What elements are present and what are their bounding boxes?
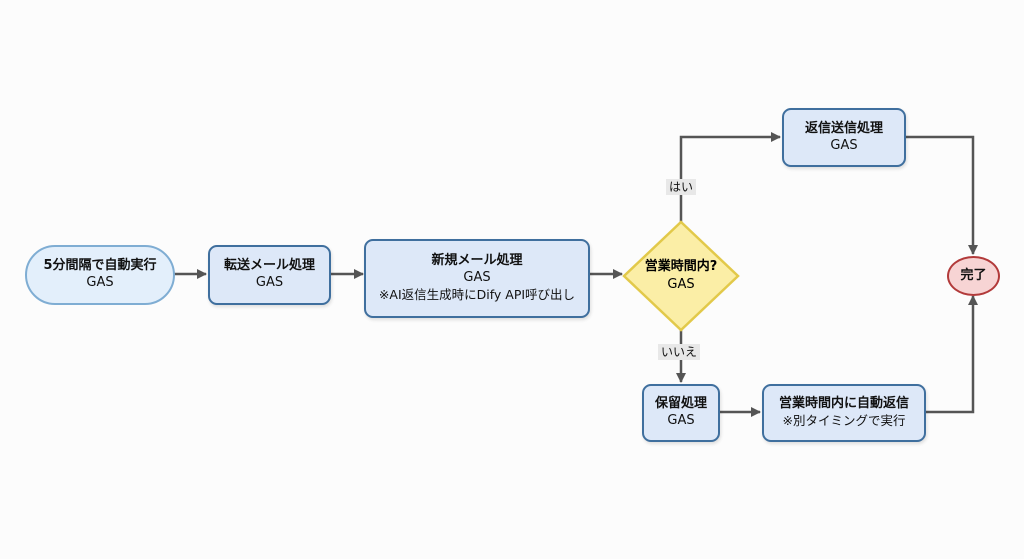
decision-diamond: [622, 220, 740, 332]
node-start-title: 5分間隔で自動実行: [43, 258, 157, 274]
node-autoreply-title: 営業時間内に自動返信: [778, 396, 909, 412]
node-hold-title: 保留処理: [654, 396, 707, 412]
node-end: 完了: [947, 256, 1000, 296]
node-replysend-sub: GAS: [830, 137, 858, 153]
node-start: 5分間隔で自動実行 GAS: [25, 245, 175, 305]
node-start-sub: GAS: [86, 275, 114, 290]
node-hold: 保留処理 GAS: [642, 384, 720, 442]
edge-label-no: いいえ: [658, 344, 701, 360]
node-forward-mail: 転送メール処理 GAS: [208, 245, 331, 305]
node-forward-sub: GAS: [255, 275, 284, 290]
node-newmail-note: ※AI返信生成時にDify API呼び出し: [378, 287, 576, 303]
node-replysend-title: 返信送信処理: [804, 120, 883, 136]
node-decision-sub: GAS: [667, 276, 695, 292]
node-decision-title: 営業時間内?: [644, 259, 718, 274]
edge-label-yes: はい: [666, 179, 697, 195]
node-forward-title: 転送メール処理: [223, 258, 315, 274]
edge-replysend-to-end: [905, 135, 978, 255]
node-newmail-title: 新規メール処理: [431, 253, 523, 269]
node-end-title: 完了: [960, 267, 987, 283]
node-reply-send: 返信送信処理 GAS: [782, 108, 906, 167]
edge-autoreply-to-end: [925, 295, 978, 414]
node-autoreply-note: ※別タイミングで実行: [782, 413, 906, 429]
node-hold-sub: GAS: [667, 413, 695, 428]
node-newmail-sub: GAS: [463, 270, 491, 286]
node-decision: 営業時間内? GAS: [624, 258, 738, 293]
node-new-mail: 新規メール処理 GAS ※AI返信生成時にDify API呼び出し: [364, 239, 590, 318]
node-auto-reply: 営業時間内に自動返信 ※別タイミングで実行: [762, 384, 926, 442]
